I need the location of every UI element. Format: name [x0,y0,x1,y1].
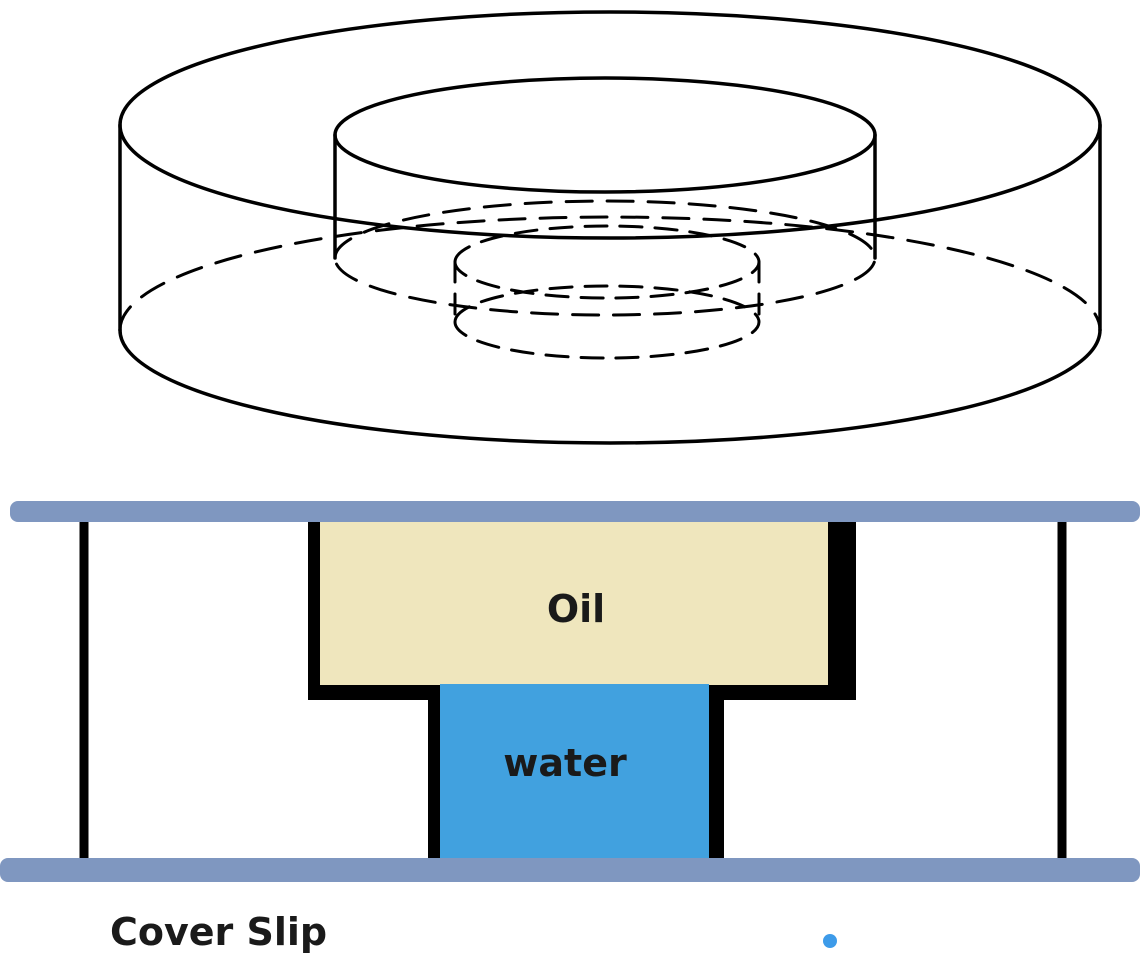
cover-slip-label: Cover Slip [110,910,327,954]
marker-dot [823,934,837,948]
outer-ring-bottom-back-arc [118,215,1102,332]
oil-layer [320,518,828,685]
chamber-cross-section: Oil water [0,501,1140,882]
water-layer [440,684,709,865]
top-plate [10,501,1140,522]
cover-slip-plate [0,858,1140,882]
center-reservoir-bottom-ellipse [453,284,761,360]
outer-ring-top-ellipse [118,10,1102,240]
outer-ring-bottom-front-arc [118,328,1102,445]
oil-label: Oil [547,587,605,631]
water-label: water [503,741,627,785]
chamber-3d-sketch [118,10,1102,445]
inner-well-top-ellipse [333,76,877,194]
